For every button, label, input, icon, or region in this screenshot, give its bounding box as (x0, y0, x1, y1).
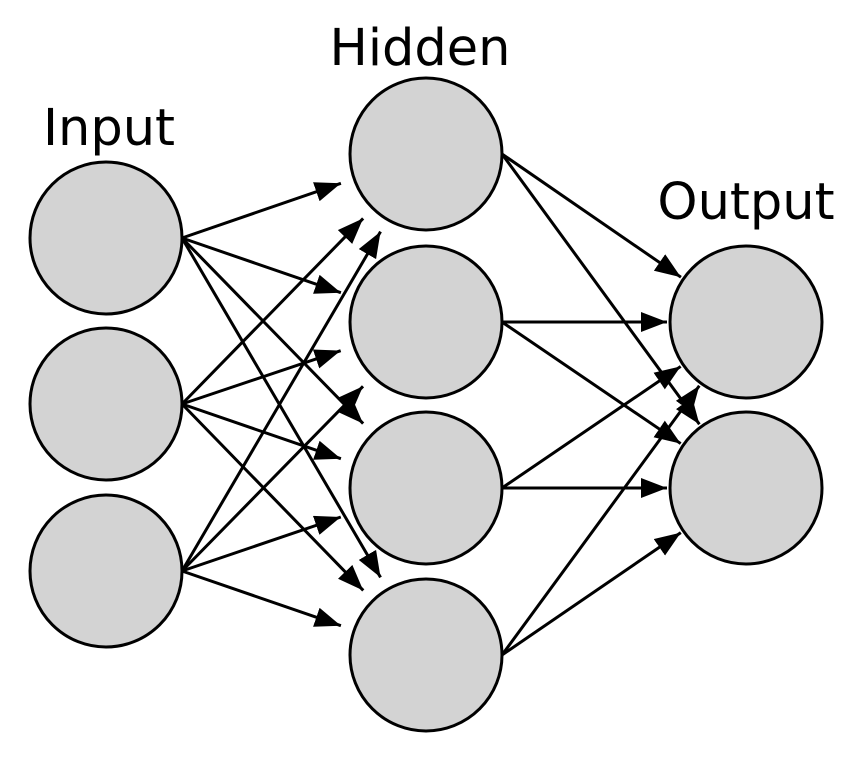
edge-hidden-3-output-1 (501, 365, 682, 490)
edge-input-3-hidden-4 (181, 569, 342, 628)
edges-layer (180, 152, 701, 657)
edge-input-3-hidden-2 (180, 385, 365, 573)
edge-input-2-hidden-3 (181, 402, 342, 461)
node-hidden-1 (348, 76, 504, 232)
output-layer-label: Output (657, 173, 834, 232)
edge-input-2-hidden-2 (181, 349, 342, 406)
edge-input-1-hidden-2 (181, 236, 342, 295)
hidden-layer-label: Hidden (330, 19, 511, 78)
edge-input-1-hidden-1 (181, 181, 342, 240)
edge-input-3-hidden-1 (180, 230, 382, 572)
layer-labels: Input Hidden Output (43, 19, 835, 232)
node-input-1 (28, 160, 184, 316)
edge-input-1-hidden-4 (180, 237, 382, 579)
node-hidden-2 (348, 244, 504, 400)
node-output-1 (668, 244, 824, 400)
nodes-layer (28, 76, 824, 733)
edge-hidden-4-output-2 (501, 531, 682, 657)
input-layer-label: Input (43, 99, 175, 158)
edge-input-1-hidden-3 (180, 236, 365, 425)
edge-input-2-hidden-1 (180, 217, 365, 406)
node-input-3 (28, 493, 184, 649)
edge-hidden-1-output-1 (501, 152, 682, 279)
edge-input-3-hidden-3 (181, 515, 342, 573)
node-hidden-3 (348, 410, 504, 566)
node-hidden-4 (348, 577, 504, 733)
edge-hidden-4-output-1 (500, 384, 701, 656)
node-output-2 (668, 410, 824, 566)
edge-hidden-2-output-2 (501, 320, 682, 445)
node-input-2 (28, 326, 184, 482)
edge-input-2-hidden-4 (180, 402, 365, 592)
